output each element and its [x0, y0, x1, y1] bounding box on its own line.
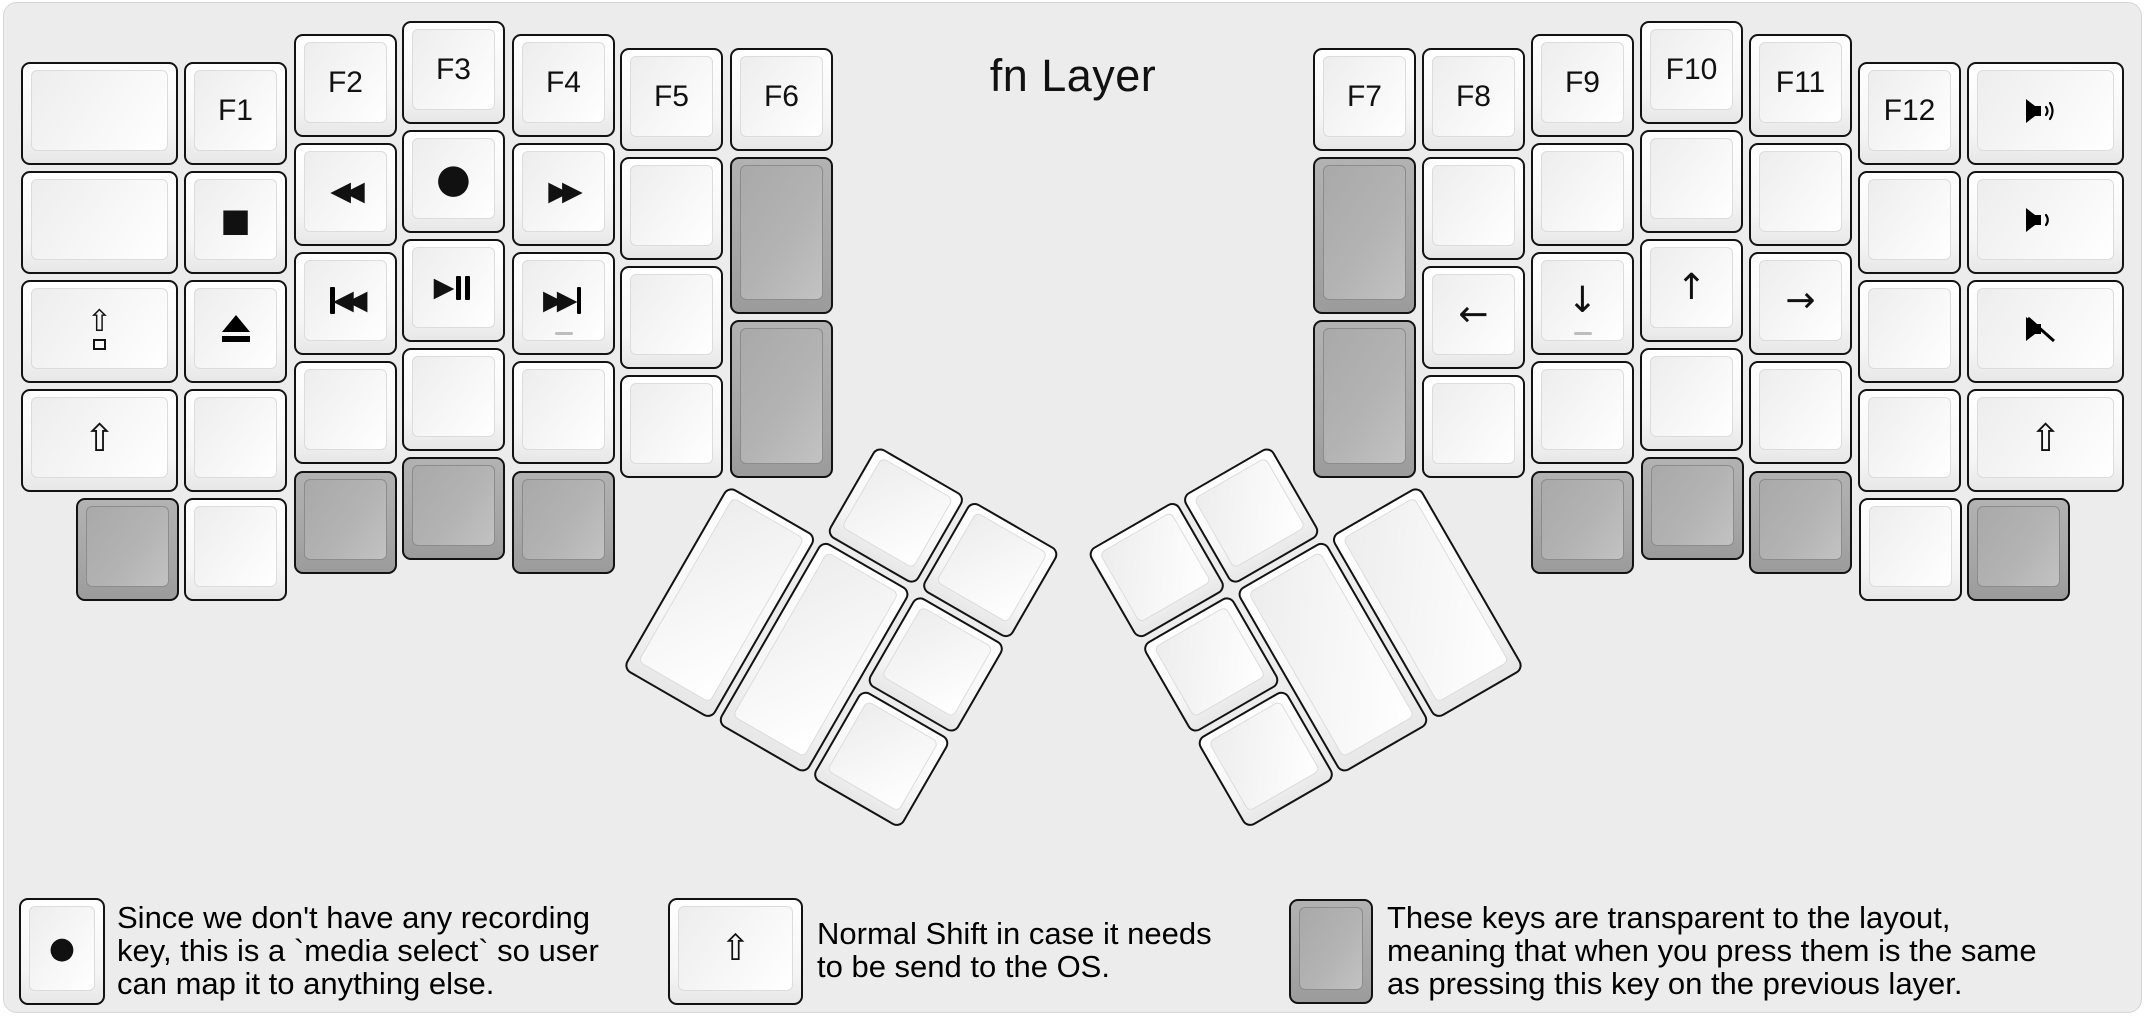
key-f6[interactable]: F6 [730, 48, 833, 151]
key-arrow-right[interactable]: → [1749, 252, 1852, 355]
transparent-key-icon [1289, 899, 1373, 1004]
key-record[interactable]: ● [402, 130, 505, 233]
key-blank[interactable] [620, 266, 723, 369]
legend-text-transparent: These keys are transparent to the layout… [1387, 900, 2037, 1001]
key-blank[interactable] [1531, 361, 1634, 464]
key-caps-lock[interactable]: ⇧ [21, 280, 178, 383]
key-f5[interactable]: F5 [620, 48, 723, 151]
key-transparent[interactable] [1313, 320, 1416, 478]
key-transparent[interactable] [512, 471, 615, 574]
key-transparent[interactable] [1313, 157, 1416, 314]
key-rewind[interactable]: ◀◀ [294, 143, 397, 246]
legend-text-record: Since we don't have any recording key, t… [117, 900, 599, 1001]
key-f9[interactable]: F9 [1531, 34, 1634, 137]
key-blank[interactable] [1858, 280, 1961, 383]
key-blank[interactable] [21, 171, 178, 274]
key-f2[interactable]: F2 [294, 34, 397, 137]
key-blank[interactable] [1422, 157, 1525, 260]
key-play-pause[interactable]: ▶ [402, 239, 505, 342]
key-transparent[interactable] [402, 457, 505, 560]
key-volume-down[interactable] [1967, 171, 2124, 274]
key-f7[interactable]: F7 [1313, 48, 1416, 151]
key-transparent[interactable] [730, 157, 833, 314]
legend-text-shift: Normal Shift in case it needs to be send… [817, 916, 1212, 984]
key-f11[interactable]: F11 [1749, 34, 1852, 137]
key-blank[interactable] [1859, 498, 1962, 601]
key-f12[interactable]: F12 [1858, 62, 1961, 165]
record-key-icon: ● [19, 898, 105, 1005]
key-mute[interactable] [1967, 280, 2124, 383]
key-blank[interactable] [402, 348, 505, 451]
key-arrow-left[interactable]: ← [1422, 266, 1525, 369]
key-blank[interactable] [21, 62, 178, 165]
key-blank[interactable] [184, 498, 287, 601]
key-transparent[interactable] [1641, 457, 1744, 560]
key-blank[interactable] [1858, 389, 1961, 492]
key-stop[interactable]: ■ [184, 171, 287, 274]
key-blank[interactable] [1531, 143, 1634, 246]
key-transparent[interactable] [1531, 471, 1634, 574]
key-blank[interactable] [620, 157, 723, 260]
key-blank[interactable] [1749, 361, 1852, 464]
key-blank[interactable] [1640, 348, 1743, 451]
shift-key-icon: ⇧ [668, 898, 803, 1005]
key-next-track[interactable]: ▶▶ [512, 252, 615, 355]
key-blank[interactable] [620, 375, 723, 478]
key-eject[interactable] [184, 280, 287, 383]
key-blank[interactable] [1858, 171, 1961, 274]
key-shift-right[interactable]: ⇧ [1967, 389, 2124, 492]
key-shift-left[interactable]: ⇧ [21, 389, 178, 492]
key-blank[interactable] [1640, 130, 1743, 233]
key-blank[interactable] [1422, 375, 1525, 478]
key-blank[interactable] [1749, 143, 1852, 246]
key-blank[interactable] [294, 361, 397, 464]
key-f10[interactable]: F10 [1640, 21, 1743, 124]
key-transparent[interactable] [730, 320, 833, 478]
key-f8[interactable]: F8 [1422, 48, 1525, 151]
key-f4[interactable]: F4 [512, 34, 615, 137]
homing-bump [554, 331, 573, 335]
key-f3[interactable]: F3 [402, 21, 505, 124]
key-transparent[interactable] [294, 471, 397, 574]
key-transparent[interactable] [1749, 471, 1852, 574]
key-arrow-up[interactable]: ↑ [1640, 239, 1743, 342]
homing-bump [1573, 331, 1592, 335]
key-blank[interactable] [184, 389, 287, 492]
key-fast-forward[interactable]: ▶▶ [512, 143, 615, 246]
key-volume-up[interactable] [1967, 62, 2124, 165]
key-blank[interactable] [512, 361, 615, 464]
key-prev-track[interactable]: ◀◀ [294, 252, 397, 355]
page-title: fn Layer [989, 50, 1157, 101]
key-transparent[interactable] [1967, 498, 2070, 601]
key-arrow-down[interactable]: ↓ [1531, 252, 1634, 355]
key-f1[interactable]: F1 [184, 62, 287, 165]
key-transparent[interactable] [76, 498, 179, 601]
